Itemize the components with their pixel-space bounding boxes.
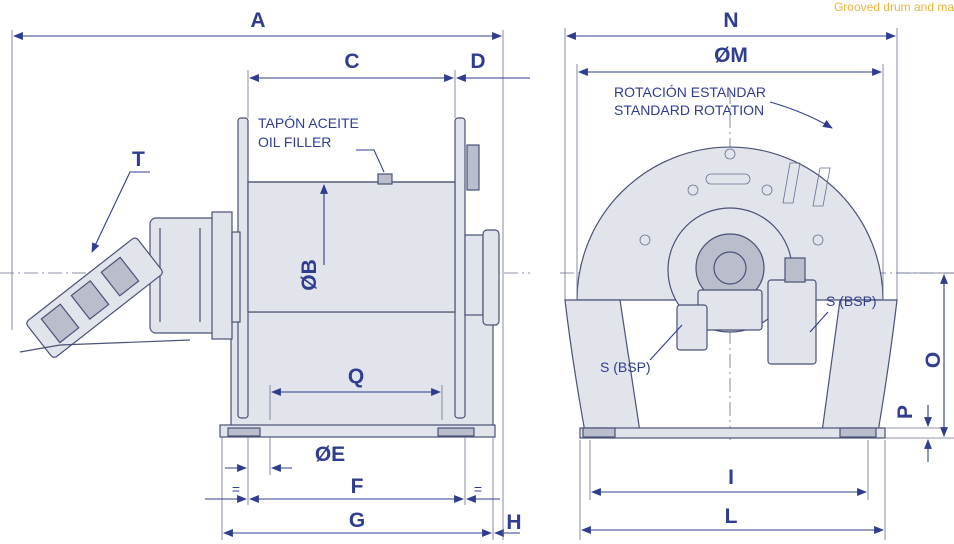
slot-right-2 — [812, 167, 831, 207]
label-g: G — [349, 509, 365, 532]
motor-flange — [211, 211, 233, 340]
port-block-left — [676, 304, 708, 351]
motor-adapter — [231, 231, 241, 323]
oil-filler-label-en: OIL FILLER — [258, 134, 331, 150]
side-frame-right — [821, 299, 898, 433]
label-c: C — [344, 50, 359, 73]
front-foot-left — [582, 427, 616, 438]
oil-filler-label-es: TAPÓN ACEITE — [258, 115, 359, 131]
base-plate — [219, 424, 496, 438]
oil-filler-plug — [377, 173, 393, 185]
mount-foot-right — [437, 427, 475, 437]
label-n: N — [723, 9, 738, 32]
port-leader-left — [649, 324, 683, 361]
label-e: ØE — [315, 443, 345, 466]
brake-cover — [482, 229, 500, 326]
label-p: P — [894, 405, 917, 419]
label-m: ØM — [714, 44, 748, 67]
valve-block — [26, 237, 163, 358]
label-i: I — [728, 466, 734, 489]
t-leader — [91, 171, 150, 253]
label-b: ØB — [298, 259, 321, 291]
equal-mark-right: = — [474, 481, 482, 497]
front-base-plate — [579, 427, 886, 439]
front-foot-right — [839, 427, 877, 438]
equal-mark-left: = — [232, 481, 240, 497]
label-h: H — [506, 511, 521, 534]
rotation-label-es: ROTACIÓN ESTANDAR — [614, 84, 766, 100]
oil-filler-leader — [356, 149, 385, 173]
slot-top — [705, 173, 751, 185]
port-block-right — [767, 279, 817, 365]
base-frame — [230, 311, 494, 431]
figure-caption: Grooved drum and ma — [833, 0, 954, 14]
label-a: A — [250, 9, 265, 32]
front-view: N ØM ROTACIÓN ESTANDAR STANDARD ROTATION… — [560, 9, 954, 540]
label-f: F — [351, 475, 364, 498]
drum-barrel — [247, 181, 456, 313]
port-label-right: S (BSP) — [826, 293, 877, 309]
mount-foot-left — [227, 427, 261, 437]
valve-line — [59, 339, 191, 346]
mounting-holes — [639, 148, 824, 246]
rotation-label-en: STANDARD ROTATION — [614, 102, 764, 118]
port-leader-right — [809, 311, 829, 333]
gearbox-housing — [464, 234, 484, 316]
fitting-top — [784, 257, 806, 283]
label-o: O — [922, 352, 945, 368]
rotation-arrow — [769, 101, 833, 129]
drum-flange-right — [454, 117, 466, 419]
port-label-left: S (BSP) — [600, 359, 651, 375]
label-t: T — [132, 148, 145, 171]
bracket-top-right — [466, 144, 480, 191]
label-l: L — [725, 505, 738, 528]
label-d: D — [470, 50, 485, 73]
slot-right-1 — [782, 162, 801, 204]
side-view: A C D TAPÓN ACEITE OIL FILLER T ØB Q ØE — [0, 9, 530, 540]
label-q: Q — [348, 365, 364, 388]
